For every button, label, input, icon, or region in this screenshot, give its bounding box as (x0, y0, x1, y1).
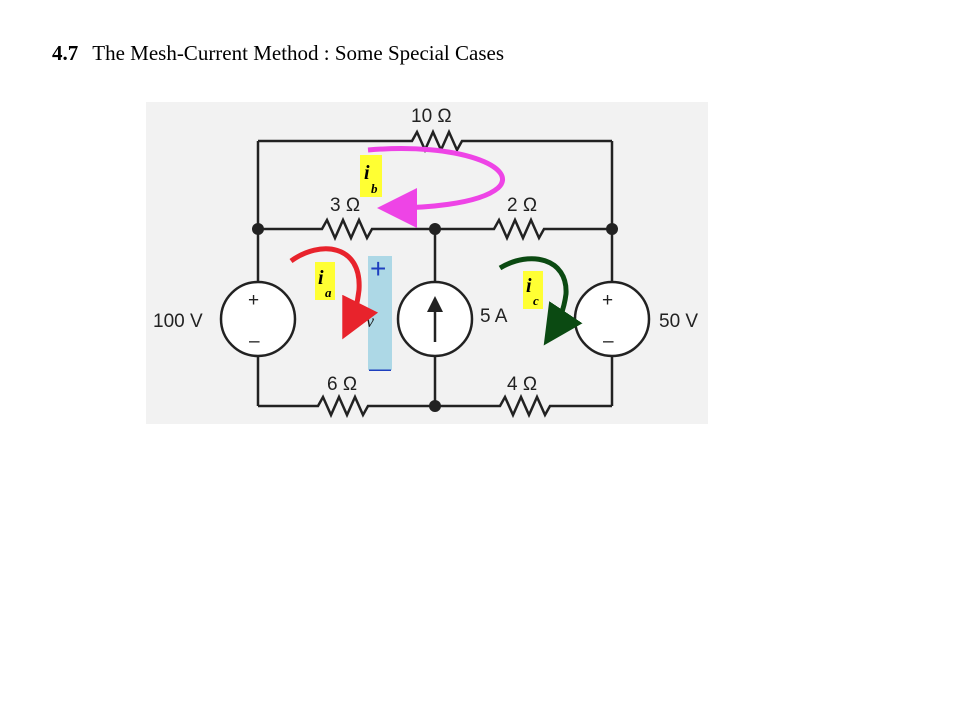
mesh-current-b-arrow (367, 146, 505, 228)
resistor-3-label: 3 Ω (330, 195, 360, 216)
mesh-current-b-letter: i (364, 162, 370, 184)
node-right (606, 223, 618, 235)
mesh-current-c-letter: i (526, 275, 532, 297)
wire-top (258, 128, 612, 154)
circuit-background (146, 102, 708, 424)
right-source-plus: + (602, 290, 613, 311)
mesh-current-c-subscript: c (533, 293, 539, 308)
current-source-arrow-icon (427, 296, 443, 342)
mesh-current-b-subscript: b (371, 181, 378, 196)
section-title: The Mesh-Current Method : Some Special C… (92, 41, 505, 65)
slide-title: 4.7 The Mesh-Current Method : Some Specia… (52, 41, 504, 66)
wires (256, 128, 614, 419)
node-left (252, 223, 264, 235)
mesh-current-b-label: i b (360, 155, 382, 197)
mesh-current-a-letter: i (318, 267, 324, 289)
section-number: 4.7 (52, 41, 79, 65)
left-source-minus: – (249, 331, 260, 352)
resistor-4-label: 4 Ω (507, 374, 537, 395)
node-center-bottom (429, 400, 441, 412)
resistor-10-label: 10 Ω (411, 106, 452, 127)
voltage-symbol: v (366, 311, 374, 331)
right-source-minus: – (603, 331, 614, 352)
resistor-6-label: 6 Ω (327, 374, 357, 395)
current-source-label: 5 A (480, 306, 508, 327)
left-source-plus: + (248, 290, 259, 311)
resistor-2-label: 2 Ω (507, 195, 537, 216)
mesh-current-c-label: i c (523, 271, 543, 309)
voltage-marker-plus: + (370, 253, 386, 284)
right-voltage-label: 50 V (659, 311, 698, 332)
left-voltage-label: 100 V (153, 311, 203, 332)
mesh-current-c-arrow (498, 256, 583, 346)
mesh-current-a-subscript: a (325, 285, 332, 300)
voltage-marker-minus: — (369, 356, 391, 381)
voltage-source-left (219, 280, 297, 358)
mesh-current-a-arrow (289, 246, 379, 340)
node-center-top (429, 223, 441, 235)
mesh-current-a-label: i a (315, 262, 335, 300)
